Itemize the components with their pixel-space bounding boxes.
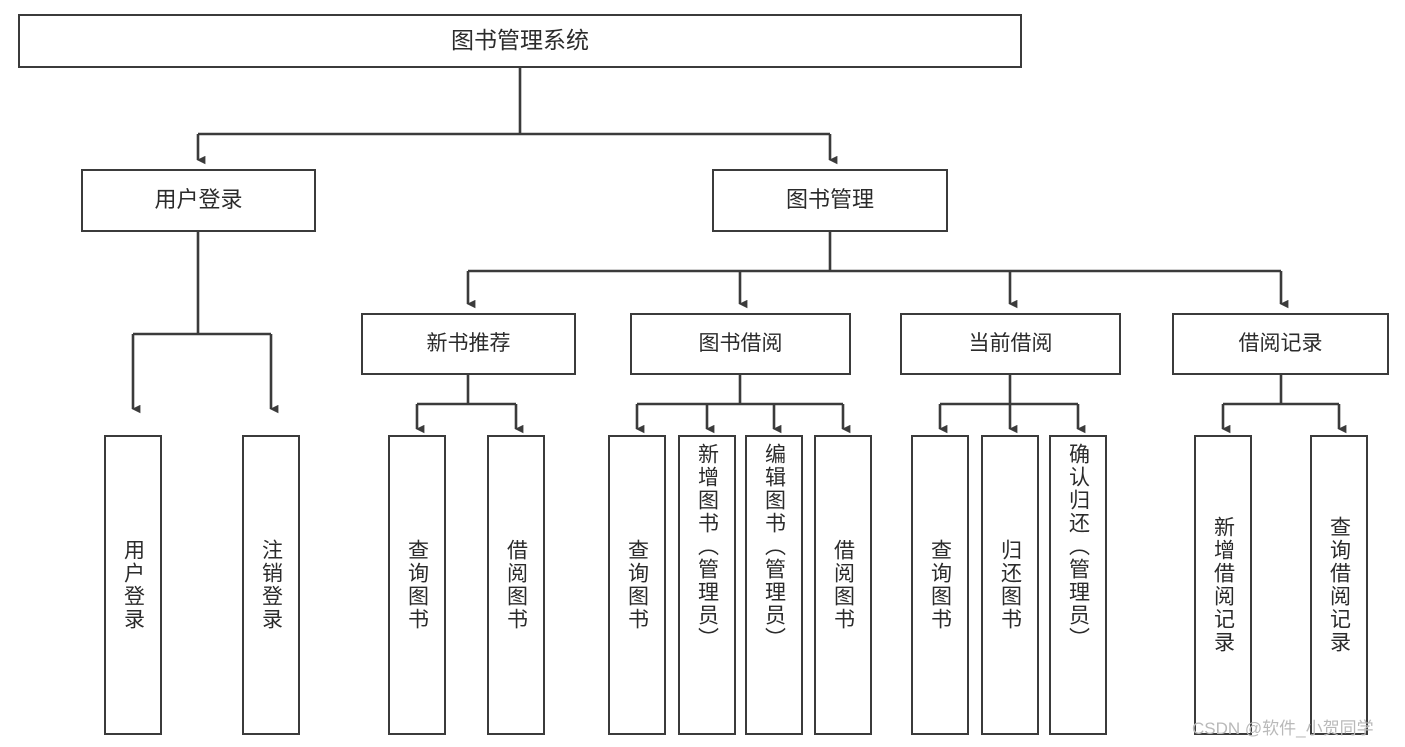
leaf-book-borrow-borrow[interactable]: 借阅图书 (814, 435, 872, 735)
leaf-current-borrow-confirm-return[interactable]: 确认归还（管理员） (1049, 435, 1107, 735)
node-label: 新增借阅记录 (1211, 516, 1235, 654)
leaf-borrow-record-add[interactable]: 新增借阅记录 (1194, 435, 1252, 735)
node-book-management[interactable]: 图书管理 (712, 169, 948, 232)
node-user-login[interactable]: 用户登录 (81, 169, 316, 232)
node-label: 确认归还（管理员） (1066, 443, 1090, 650)
node-label: 编辑图书（管理员） (762, 443, 786, 650)
node-label: 用户登录 (121, 539, 145, 631)
node-label: 用户登录 (154, 187, 243, 213)
leaf-current-borrow-return[interactable]: 归还图书 (981, 435, 1039, 735)
leaf-book-borrow-add[interactable]: 新增图书（管理员） (678, 435, 736, 735)
node-label: 当前借阅 (968, 332, 1053, 356)
node-root-system[interactable]: 图书管理系统 (18, 14, 1022, 68)
node-label: 新书推荐 (426, 332, 511, 356)
node-current-borrow[interactable]: 当前借阅 (900, 313, 1121, 375)
node-label: 新增图书（管理员） (695, 443, 719, 650)
node-book-borrow[interactable]: 图书借阅 (630, 313, 851, 375)
node-label: 图书管理系统 (451, 27, 589, 54)
node-label: 注销登录 (259, 539, 283, 631)
node-borrow-record[interactable]: 借阅记录 (1172, 313, 1389, 375)
leaf-book-borrow-edit[interactable]: 编辑图书（管理员） (745, 435, 803, 735)
node-label: 归还图书 (998, 539, 1022, 631)
node-label: 查询图书 (405, 539, 429, 631)
node-new-book-recommend[interactable]: 新书推荐 (361, 313, 576, 375)
leaf-book-borrow-query[interactable]: 查询图书 (608, 435, 666, 735)
node-label: 借阅图书 (831, 539, 855, 631)
leaf-borrow-record-query[interactable]: 查询借阅记录 (1310, 435, 1368, 735)
leaf-new-book-query[interactable]: 查询图书 (388, 435, 446, 735)
node-label: 借阅图书 (504, 539, 528, 631)
leaf-user-login-login[interactable]: 用户登录 (104, 435, 162, 735)
node-label: 查询图书 (928, 539, 952, 631)
node-label: 查询图书 (625, 539, 649, 631)
leaf-current-borrow-query[interactable]: 查询图书 (911, 435, 969, 735)
node-label: 图书管理 (785, 187, 874, 213)
node-label: 图书借阅 (698, 332, 783, 356)
leaf-user-login-logout[interactable]: 注销登录 (242, 435, 300, 735)
watermark-credit: CSDN @软件_小贺同学 (1192, 719, 1374, 738)
node-label: 查询借阅记录 (1327, 516, 1351, 654)
leaf-new-book-borrow[interactable]: 借阅图书 (487, 435, 545, 735)
node-label: 借阅记录 (1238, 332, 1323, 356)
